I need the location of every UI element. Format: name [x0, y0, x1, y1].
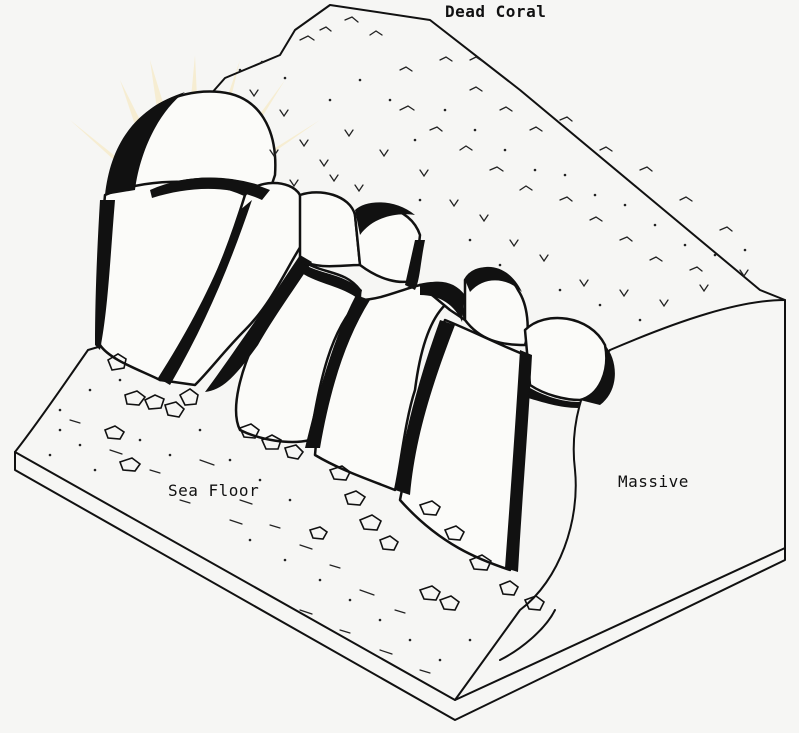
label-massive: Massive: [618, 472, 689, 491]
label-dead-coral: Dead Coral: [445, 2, 546, 21]
label-sea-floor: Sea Floor: [168, 481, 259, 500]
massive-top-edge: [610, 300, 785, 350]
coral-pillar-4: [300, 192, 360, 266]
sea-floor-slope: [15, 345, 105, 452]
coral-pillar-11: [525, 318, 606, 400]
